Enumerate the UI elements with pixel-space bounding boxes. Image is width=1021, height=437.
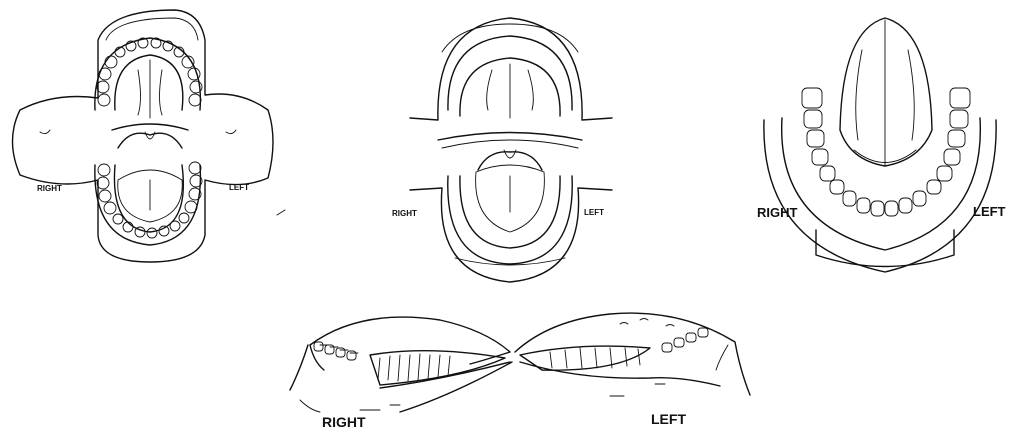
left-label: LEFT: [973, 204, 1006, 219]
right-label: RIGHT: [392, 209, 417, 218]
diagram-buccal-lateral: RIGHT LEFT: [280, 300, 760, 437]
right-label: RIGHT: [322, 414, 366, 430]
mouth-with-teeth-drawing: [0, 0, 290, 270]
diagram-tongue-mandible: RIGHT LEFT: [750, 10, 1021, 280]
left-label: LEFT: [229, 183, 249, 192]
left-label: LEFT: [651, 411, 686, 427]
right-label: RIGHT: [37, 184, 62, 193]
right-label: RIGHT: [757, 205, 797, 220]
diagram-edentulous-mouth: RIGHT LEFT: [380, 0, 640, 290]
edentulous-mouth-drawing: [380, 0, 640, 290]
left-label: LEFT: [584, 208, 604, 217]
tongue-mandible-drawing: [750, 10, 1021, 280]
diagram-mouth-with-teeth: RIGHT LEFT: [0, 0, 290, 270]
